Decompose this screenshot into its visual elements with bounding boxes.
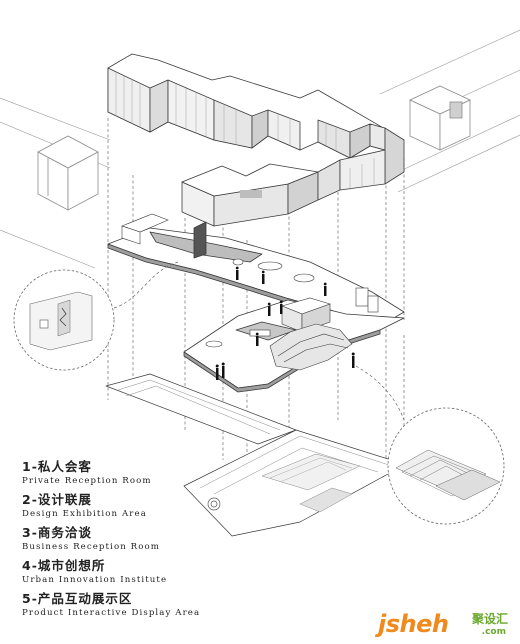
- middle-floor-edge-lower: [183, 329, 381, 393]
- watermark-domain-text: .com: [481, 627, 506, 637]
- lower-wall-right-b: [317, 159, 341, 201]
- upper-wall-panel-lines: [115, 72, 375, 190]
- legend-title-en: Private Reception Room: [22, 476, 152, 486]
- middle-floor-furniture: [121, 213, 379, 371]
- human-figures: [215, 266, 355, 380]
- upper-wall-front-b: [149, 79, 169, 133]
- lower-floor-seating-stripes: [299, 487, 353, 513]
- middle-floor-plate: [107, 221, 405, 393]
- legend-title-en: Product Interactive Display Area: [22, 608, 201, 618]
- legend-title-cn: 商务洽谈: [37, 525, 92, 540]
- context-block-right: [409, 85, 471, 151]
- display-wall-dark: [193, 221, 207, 259]
- upper-wall-front-e: [251, 109, 269, 149]
- legend-item-3: 3-商务洽谈 Business Reception Room: [22, 525, 242, 558]
- lower-wall-right-c: [339, 149, 386, 191]
- upper-wall-front-i: [369, 123, 386, 151]
- watermark-logo: jsheh 聚设汇 .com: [378, 610, 508, 638]
- legend-title-cn: 私人会客: [37, 459, 92, 474]
- lower-wall-box-top: [181, 163, 319, 197]
- legend-number: 4-: [22, 558, 38, 573]
- legend-title-en: Business Reception Room: [22, 542, 161, 552]
- legend-item-5: 5-产品互动展示区 Product Interactive Display Ar…: [22, 591, 242, 624]
- legend-title-en: Urban Innovation Institute: [22, 575, 168, 585]
- legend-title-cn: 产品互动展示区: [37, 591, 133, 606]
- wall-signage: [240, 190, 262, 198]
- legend-item-4: 4-城市创想所 Urban Innovation Institute: [22, 558, 242, 591]
- upper-wall-front-f: [267, 109, 301, 151]
- legend-number: 3-: [22, 525, 38, 540]
- detail-callout-left: [13, 261, 179, 371]
- lower-floor-plan: [105, 373, 405, 537]
- legend: 1-私人会客 Private Reception Room 2-设计联展 Des…: [22, 459, 242, 624]
- legend-number: 1-: [22, 459, 38, 474]
- watermark-cn-text: 聚设汇: [471, 612, 508, 626]
- legend-item-1: 1-私人会客 Private Reception Room: [22, 459, 242, 492]
- legend-title-cn: 设计联展: [37, 492, 92, 507]
- upper-level-walls: [107, 53, 405, 227]
- legend-title-cn: 城市创想所: [37, 558, 106, 573]
- context-block-left: [37, 135, 99, 211]
- upper-wall-front-j: [384, 127, 405, 185]
- watermark-main-text: jsheh: [378, 610, 449, 638]
- legend-title-en: Design Exhibition Area: [22, 509, 147, 519]
- legend-number: 2-: [22, 492, 38, 507]
- legend-item-2: 2-设计联展 Design Exhibition Area: [22, 492, 242, 525]
- detail-callout-right: [355, 365, 505, 525]
- round-display: [207, 497, 221, 511]
- legend-number: 5-: [22, 591, 38, 606]
